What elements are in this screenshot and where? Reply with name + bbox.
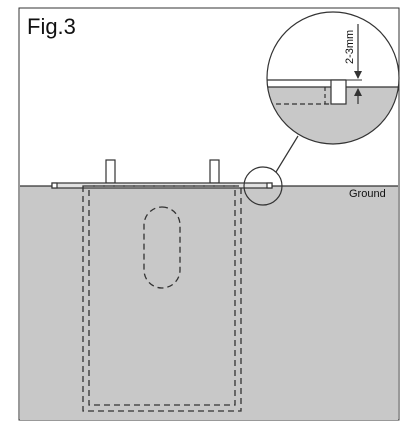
- detail-leader-line: [275, 135, 299, 173]
- buried-box-outer: [82, 185, 242, 412]
- figure-label: Fig.3: [27, 14, 76, 39]
- lid-end-left: [51, 182, 58, 189]
- lid-handle-left: [105, 159, 116, 184]
- buried-box-inner: [88, 185, 236, 406]
- zoom-circle-outline: [266, 11, 400, 145]
- slot-opening: [143, 206, 181, 289]
- ground-label: Ground: [349, 188, 386, 200]
- ground-area: [20, 186, 398, 420]
- dimension-arrow-up: [354, 88, 362, 96]
- dimension-arrow-down: [354, 71, 362, 79]
- dimension-label: 2-3mm: [344, 30, 356, 64]
- zoom-detail: [266, 11, 400, 145]
- detail-marker-circle: [243, 166, 283, 206]
- lid-handle-right: [209, 159, 220, 184]
- zoom-lid-end: [330, 79, 347, 105]
- lid-end-right: [266, 182, 273, 189]
